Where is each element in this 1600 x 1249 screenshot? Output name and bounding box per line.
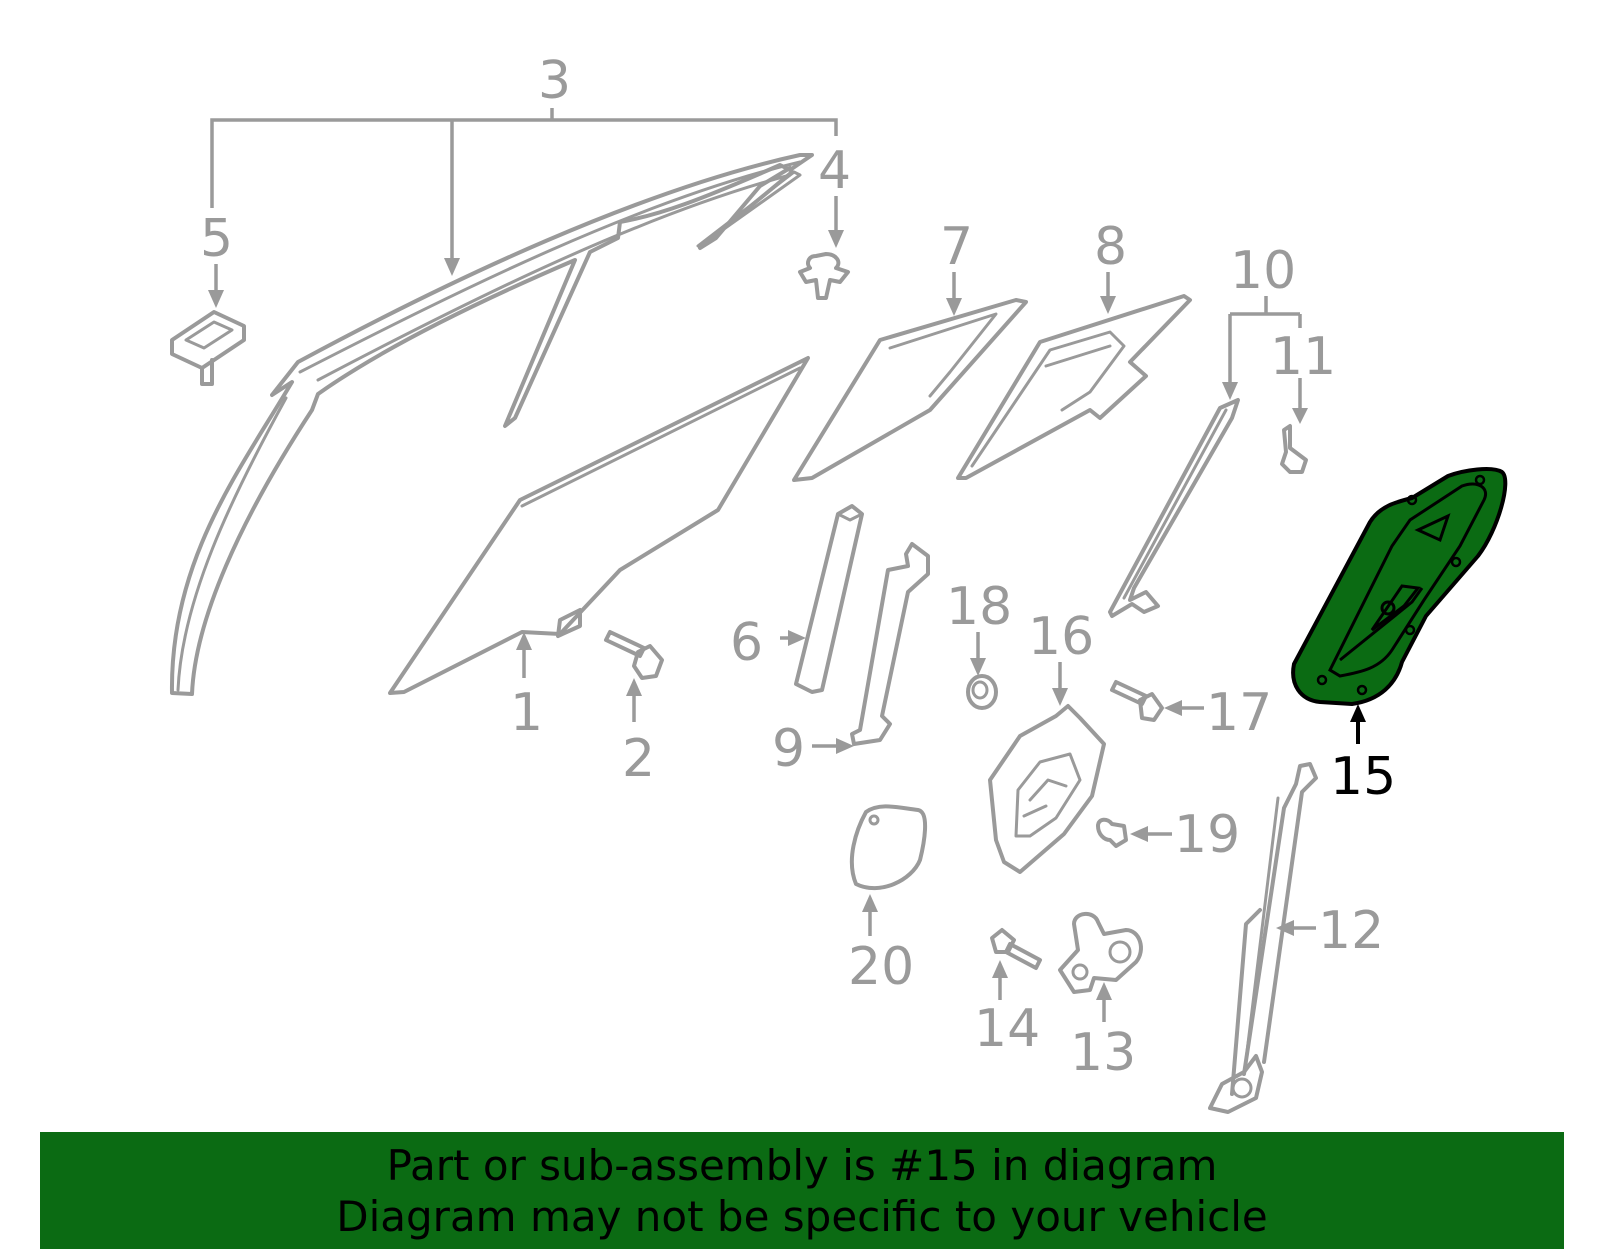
part-14-bolt <box>990 928 1042 970</box>
part-11-bracket <box>1280 424 1308 474</box>
part-13-motor <box>1058 912 1143 994</box>
part-6-guide <box>794 504 864 694</box>
banner-line-disclaimer: Diagram may not be specific to your vehi… <box>336 1191 1268 1241</box>
part-3-door-sash <box>169 153 814 696</box>
callout-11: 11 <box>1270 327 1336 387</box>
part-1-door-glass <box>388 356 810 695</box>
callout-3: 3 <box>538 51 571 111</box>
callout-15: 15 <box>1330 747 1396 807</box>
callout-20: 20 <box>848 937 914 997</box>
part-12-regulator-rail <box>1208 762 1318 1114</box>
callout-8: 8 <box>1094 217 1127 277</box>
part-8-quarter-glass-frame <box>956 294 1192 480</box>
part-15-regulator-assembly <box>1291 467 1508 706</box>
part-16-motor-bracket <box>988 704 1106 874</box>
callout-labels: 1 2 3 4 5 6 7 8 9 10 11 12 13 14 15 16 1… <box>200 51 1396 1083</box>
part-5-clip <box>170 310 246 386</box>
callout-9: 9 <box>772 719 805 779</box>
callout-1: 1 <box>510 683 543 743</box>
callout-2: 2 <box>622 729 655 789</box>
callout-13: 13 <box>1070 1023 1136 1083</box>
info-banner: Part or sub-assembly is #15 in diagram D… <box>40 1132 1564 1249</box>
part-4-push-clip <box>798 252 850 300</box>
part-2-bolt <box>604 630 664 680</box>
part-7-quarter-glass <box>792 298 1028 482</box>
part-9-guide-rail <box>850 542 930 746</box>
callout-14: 14 <box>974 999 1040 1059</box>
callout-12: 12 <box>1318 901 1384 961</box>
callout-18: 18 <box>946 577 1012 637</box>
callout-17: 17 <box>1206 683 1272 743</box>
part-10-run-channel <box>1108 398 1240 618</box>
leader-lines <box>208 108 1366 1022</box>
callout-16: 16 <box>1028 607 1094 667</box>
callout-10: 10 <box>1230 241 1296 301</box>
callout-6: 6 <box>730 613 763 673</box>
callout-7: 7 <box>940 217 973 277</box>
callout-19: 19 <box>1174 805 1240 865</box>
part-18-grommet <box>966 674 998 710</box>
banner-line-part: Part or sub-assembly is #15 in diagram <box>386 1140 1218 1190</box>
part-20-cover <box>849 804 927 891</box>
part-19-clip <box>1096 817 1128 848</box>
part-17-bolt <box>1110 680 1164 722</box>
callout-4: 4 <box>818 141 851 201</box>
callout-5: 5 <box>200 209 233 269</box>
